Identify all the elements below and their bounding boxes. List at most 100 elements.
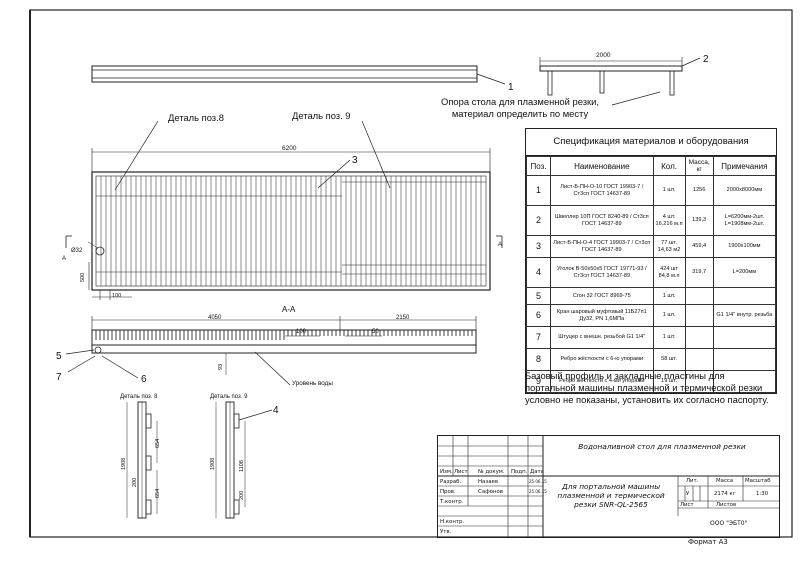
- row-note: [712, 370, 777, 393]
- callout-2: 2: [703, 54, 709, 65]
- dim-phi32: Ø32: [71, 248, 83, 254]
- label-detail-8: Деталь поз.8: [168, 112, 224, 123]
- end-view: [539, 57, 701, 106]
- spec-row: 5 Сгон 32 ГОСТ 8969-75 1 шт.: [525, 287, 777, 305]
- spec-row: 4 Уголок В-50х50х5 ГОСТ 19771-93 / Ст3сп…: [525, 257, 777, 288]
- spec-header-name: Наименование: [550, 156, 654, 176]
- role-tkontr: Т.контр.: [440, 499, 464, 505]
- row-mass: 319,7: [684, 257, 714, 288]
- detail-9-dim-1108: 1108: [239, 460, 245, 472]
- spec-header-pos: Поз.: [525, 156, 552, 176]
- spec-row: 8 Ребро жёсткости с 6-ю упорами 58 шт.: [525, 348, 777, 371]
- dim-100-section: 100: [296, 329, 307, 335]
- detail-8-dim-654b: 654: [155, 489, 161, 498]
- detail-8-dim-200: 200: [132, 478, 138, 487]
- row-mass: 139,3: [684, 205, 714, 236]
- dim-500: 500: [80, 273, 86, 282]
- row-pos: 5: [525, 287, 552, 305]
- dim-100: 100: [112, 293, 121, 299]
- col-izm: Изм.: [440, 469, 453, 475]
- callout-6: 6: [141, 374, 147, 385]
- row-mass: [684, 348, 714, 371]
- lit-value: У: [686, 491, 690, 497]
- sheet-label: Лист: [680, 502, 694, 508]
- plan-view: [65, 120, 503, 300]
- spec-row: 3 Лист-Б-ПН-О-4 ГОСТ 19903-7 / Ст3сп ГОС…: [525, 235, 777, 258]
- lit-label: Лит.: [686, 478, 699, 484]
- dim-2000: 2000: [596, 52, 611, 59]
- role-nkontr: Н.контр.: [440, 519, 465, 525]
- section-mark-right: А: [498, 242, 502, 248]
- row-name: Лист-Б-ПН-О-10 ГОСТ 19903-7 / Ст3сп ГОСТ…: [550, 175, 654, 206]
- row-qty: 58 шт.: [652, 348, 686, 371]
- role-utv: Утв.: [440, 529, 452, 535]
- col-sign: Подп.: [511, 469, 528, 475]
- dim-50: 50: [372, 329, 379, 335]
- spec-header-note: Примечания: [712, 156, 777, 176]
- detail-9-title: Деталь поз. 9: [210, 394, 248, 400]
- row-pos: 7: [525, 326, 552, 349]
- row-qty: 1 шт.: [652, 304, 686, 327]
- role-prov: Пров.: [440, 489, 456, 495]
- detail-8-dim-654a: 654: [155, 439, 161, 448]
- section-title: А-А: [282, 305, 296, 314]
- row-name: Швеллер 10П ГОСТ 8240-89 / Ст3сп ГОСТ 14…: [550, 205, 654, 236]
- stamp-subtitle: Для портальной машины плазменной и терми…: [557, 482, 665, 509]
- detail-8-title: Деталь поз. 8: [120, 394, 158, 400]
- callout-3: 3: [352, 155, 358, 166]
- row-qty: 1 шт.: [652, 287, 686, 305]
- name-prov: Сафонов: [478, 489, 503, 495]
- spec-row: 9 Ребро жёсткости с 4-мя упорами 19 шт.: [525, 370, 777, 393]
- col-list: Лист: [454, 469, 468, 475]
- company-name: ООО "ЭБТ0": [710, 520, 748, 527]
- stamp-title: Водоналивной стол для плазменной резки: [578, 442, 746, 451]
- callout-5: 5: [56, 351, 62, 362]
- row-note: [712, 326, 777, 349]
- detail-8: [126, 401, 158, 519]
- row-note: 1900х100мм: [712, 235, 777, 258]
- installation-note: Базовый профиль и закладные пластины для…: [525, 370, 769, 405]
- date-prov: 25.06.15: [529, 489, 547, 494]
- row-qty: 4 шт. 16,216 м.п: [652, 205, 686, 236]
- row-mass: [684, 326, 714, 349]
- top-side-view: [91, 65, 506, 85]
- dim-4050: 4050: [208, 315, 222, 321]
- row-qty: 1 шт.: [652, 175, 686, 206]
- row-pos: 4: [525, 257, 552, 288]
- row-name: Сгон 32 ГОСТ 8969-75: [550, 287, 654, 305]
- mass-label: Масса: [716, 478, 734, 484]
- paper-format: Формат А3: [688, 538, 728, 546]
- detail-8-dim-1908: 1908: [121, 458, 127, 470]
- row-qty: 77 шт. 14,63 м2: [652, 235, 686, 258]
- scale-value: 1:30: [756, 491, 769, 497]
- row-pos: 3: [525, 235, 552, 258]
- row-name: Штуцер с внешн. резьбой G1 1/4'': [550, 326, 654, 349]
- row-pos: 8: [525, 348, 552, 371]
- row-mass: [684, 287, 714, 305]
- row-qty: 1 шт.: [652, 326, 686, 349]
- title-block-grid: [438, 436, 779, 537]
- row-note: [712, 287, 777, 305]
- col-doc: № докум.: [478, 469, 505, 475]
- date-razrab: 25.06.15: [529, 479, 547, 484]
- spec-row: 6 Кран шаровый муфтовый 11Б27п1 Ду32, PN…: [525, 304, 777, 327]
- row-mass: 459,4: [684, 235, 714, 258]
- spec-title: Спецификация материалов и оборудования: [526, 129, 776, 156]
- callout-7: 7: [56, 372, 62, 383]
- water-level-label: Уровень воды: [292, 380, 333, 387]
- row-name: Уголок В-50х50х5 ГОСТ 19771-93 / Ст3сп Г…: [550, 257, 654, 288]
- dim-93: 93: [218, 364, 224, 370]
- row-name: Ребро жёсткости с 6-ю упорами: [550, 348, 654, 371]
- callout-1: 1: [508, 82, 514, 93]
- row-qty: 424 шт 84,8 м.п: [652, 257, 686, 288]
- spec-row: 7 Штуцер с внешн. резьбой G1 1/4'' 1 шт.: [525, 326, 777, 349]
- detail-9: [215, 401, 273, 519]
- row-pos: 1: [525, 175, 552, 206]
- row-note: G1 1/4'' внутр. резьба: [712, 304, 777, 327]
- spec-header-mass: Масса, кг: [684, 156, 714, 176]
- row-name: Кран шаровый муфтовый 11Б27п1 Ду32, PN 1…: [550, 304, 654, 327]
- row-mass: 1256: [684, 175, 714, 206]
- section-mark-left: А: [62, 256, 66, 262]
- sheets-label: Листов: [716, 502, 737, 508]
